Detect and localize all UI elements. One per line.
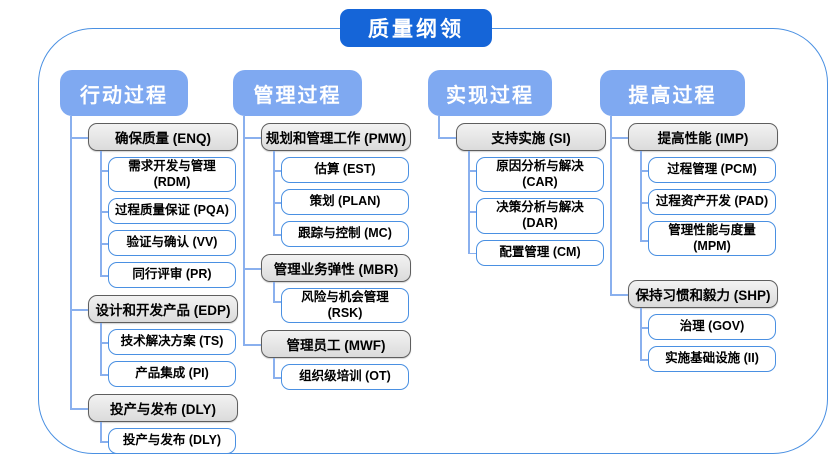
group-list: 规划和管理工作 (PMW) 估算 (EST) 策划 (PLAN) 跟踪与控制 (… <box>233 116 411 391</box>
leaf-box-ii: 实施基础设施 (II) <box>648 346 776 373</box>
group-shp: 保持习惯和毅力 (SHP) 治理 (GOV) 实施基础设施 (II) <box>600 256 778 373</box>
group-edp: 设计和开发产品 (EDP) 技术解决方案 (TS) 产品集成 (PI) <box>60 288 238 388</box>
group-pmw: 规划和管理工作 (PMW) 估算 (EST) 策划 (PLAN) 跟踪与控制 (… <box>233 116 411 247</box>
column-header-implementation: 实现过程 <box>428 70 552 116</box>
leaf-pr: 同行评审 (PR) <box>88 256 238 289</box>
leaf-est: 估算 (EST) <box>261 151 411 183</box>
group-mbr: 管理业务弹性 (MBR) 风险与机会管理 (RSK) <box>233 247 411 324</box>
leaf-box-dar: 决策分析与解决 (DAR) <box>476 198 604 234</box>
children-list: 组织级培训 (OT) <box>261 358 411 391</box>
leaf-box-vv: 验证与确认 (VV) <box>108 230 236 257</box>
leaf-box-pi: 产品集成 (PI) <box>108 361 236 388</box>
children-list: 估算 (EST) 策划 (PLAN) 跟踪与控制 (MC) <box>261 151 411 247</box>
leaf-box-est: 估算 (EST) <box>281 157 409 183</box>
leaf-rdm: 需求开发与管理 (RDM) <box>88 151 238 193</box>
group-box-edp: 设计和开发产品 (EDP) <box>88 295 238 324</box>
leaf-box-pad: 过程资产开发 (PAD) <box>648 189 776 215</box>
column-header-management: 管理过程 <box>233 70 362 116</box>
children-list: 过程管理 (PCM) 过程资产开发 (PAD) 管理性能与度量 (MPM) <box>628 151 778 257</box>
group-box-shp: 保持习惯和毅力 (SHP) <box>628 280 778 309</box>
children-list: 风险与机会管理 (RSK) <box>261 282 411 324</box>
leaf-car: 原因分析与解决 (CAR) <box>456 151 606 193</box>
leaf-box-mc: 跟踪与控制 (MC) <box>281 221 409 247</box>
leaf-box-ts: 技术解决方案 (TS) <box>108 329 236 356</box>
column-improvement-process: 提高过程 提高性能 (IMP) 过程管理 (PCM) 过程资产开发 (PAD) … <box>600 70 778 373</box>
leaf-pad: 过程资产开发 (PAD) <box>628 183 778 215</box>
leaf-box-rsk: 风险与机会管理 (RSK) <box>281 288 409 324</box>
group-box-dly: 投产与发布 (DLY) <box>88 394 238 423</box>
leaf-rsk: 风险与机会管理 (RSK) <box>261 282 411 324</box>
group-list: 提高性能 (IMP) 过程管理 (PCM) 过程资产开发 (PAD) 管理性能与… <box>600 116 778 373</box>
group-dly: 投产与发布 (DLY) 投产与发布 (DLY) <box>60 387 238 455</box>
leaf-box-cm: 配置管理 (CM) <box>476 239 604 266</box>
children-list: 投产与发布 (DLY) <box>88 422 238 455</box>
leaf-box-car: 原因分析与解决 (CAR) <box>476 157 604 193</box>
leaf-pi: 产品集成 (PI) <box>88 355 238 388</box>
leaf-box-gov: 治理 (GOV) <box>648 314 776 341</box>
leaf-dar: 决策分析与解决 (DAR) <box>456 192 606 234</box>
leaf-box-pcm: 过程管理 (PCM) <box>648 157 776 183</box>
leaf-ot: 组织级培训 (OT) <box>261 358 411 391</box>
page-title: 质量纲领 <box>340 9 492 47</box>
group-list: 确保质量 (ENQ) 需求开发与管理 (RDM) 过程质量保证 (PQA) 验证… <box>60 116 238 455</box>
column-header-improvement: 提高过程 <box>600 70 745 116</box>
group-list: 支持实施 (SI) 原因分析与解决 (CAR) 决策分析与解决 (DAR) 配置… <box>428 116 606 266</box>
leaf-dly: 投产与发布 (DLY) <box>88 422 238 455</box>
leaf-ts: 技术解决方案 (TS) <box>88 323 238 356</box>
column-header-action: 行动过程 <box>60 70 188 116</box>
leaf-box-pr: 同行评审 (PR) <box>108 262 236 289</box>
leaf-box-plan: 策划 (PLAN) <box>281 189 409 215</box>
column-management-process: 管理过程 规划和管理工作 (PMW) 估算 (EST) 策划 (PLAN) 跟踪… <box>233 70 411 391</box>
leaf-gov: 治理 (GOV) <box>628 308 778 341</box>
group-box-mwf: 管理员工 (MWF) <box>261 330 411 359</box>
column-implementation-process: 实现过程 支持实施 (SI) 原因分析与解决 (CAR) 决策分析与解决 (DA… <box>428 70 606 266</box>
children-list: 技术解决方案 (TS) 产品集成 (PI) <box>88 323 238 388</box>
leaf-mpm: 管理性能与度量 (MPM) <box>628 215 778 257</box>
group-box-mbr: 管理业务弹性 (MBR) <box>261 254 411 282</box>
leaf-box-dly: 投产与发布 (DLY) <box>108 428 236 455</box>
group-box-si: 支持实施 (SI) <box>456 123 606 151</box>
children-list: 治理 (GOV) 实施基础设施 (II) <box>628 308 778 373</box>
leaf-box-mpm: 管理性能与度量 (MPM) <box>648 221 776 257</box>
children-list: 需求开发与管理 (RDM) 过程质量保证 (PQA) 验证与确认 (VV) 同行… <box>88 151 238 289</box>
leaf-ii: 实施基础设施 (II) <box>628 340 778 373</box>
leaf-pqa: 过程质量保证 (PQA) <box>88 192 238 225</box>
leaf-box-pqa: 过程质量保证 (PQA) <box>108 198 236 225</box>
leaf-box-ot: 组织级培训 (OT) <box>281 364 409 391</box>
leaf-box-rdm: 需求开发与管理 (RDM) <box>108 157 236 193</box>
group-mwf: 管理员工 (MWF) 组织级培训 (OT) <box>233 323 411 391</box>
group-imp: 提高性能 (IMP) 过程管理 (PCM) 过程资产开发 (PAD) 管理性能与… <box>600 116 778 257</box>
group-si: 支持实施 (SI) 原因分析与解决 (CAR) 决策分析与解决 (DAR) 配置… <box>428 116 606 266</box>
leaf-cm: 配置管理 (CM) <box>456 233 606 266</box>
column-action-process: 行动过程 确保质量 (ENQ) 需求开发与管理 (RDM) 过程质量保证 (PQ… <box>60 70 238 455</box>
group-box-pmw: 规划和管理工作 (PMW) <box>261 123 411 151</box>
group-box-imp: 提高性能 (IMP) <box>628 123 778 151</box>
leaf-vv: 验证与确认 (VV) <box>88 224 238 257</box>
group-enq: 确保质量 (ENQ) 需求开发与管理 (RDM) 过程质量保证 (PQA) 验证… <box>60 116 238 289</box>
group-box-enq: 确保质量 (ENQ) <box>88 123 238 151</box>
children-list: 原因分析与解决 (CAR) 决策分析与解决 (DAR) 配置管理 (CM) <box>456 151 606 266</box>
leaf-plan: 策划 (PLAN) <box>261 183 411 215</box>
leaf-mc: 跟踪与控制 (MC) <box>261 215 411 247</box>
leaf-pcm: 过程管理 (PCM) <box>628 151 778 183</box>
